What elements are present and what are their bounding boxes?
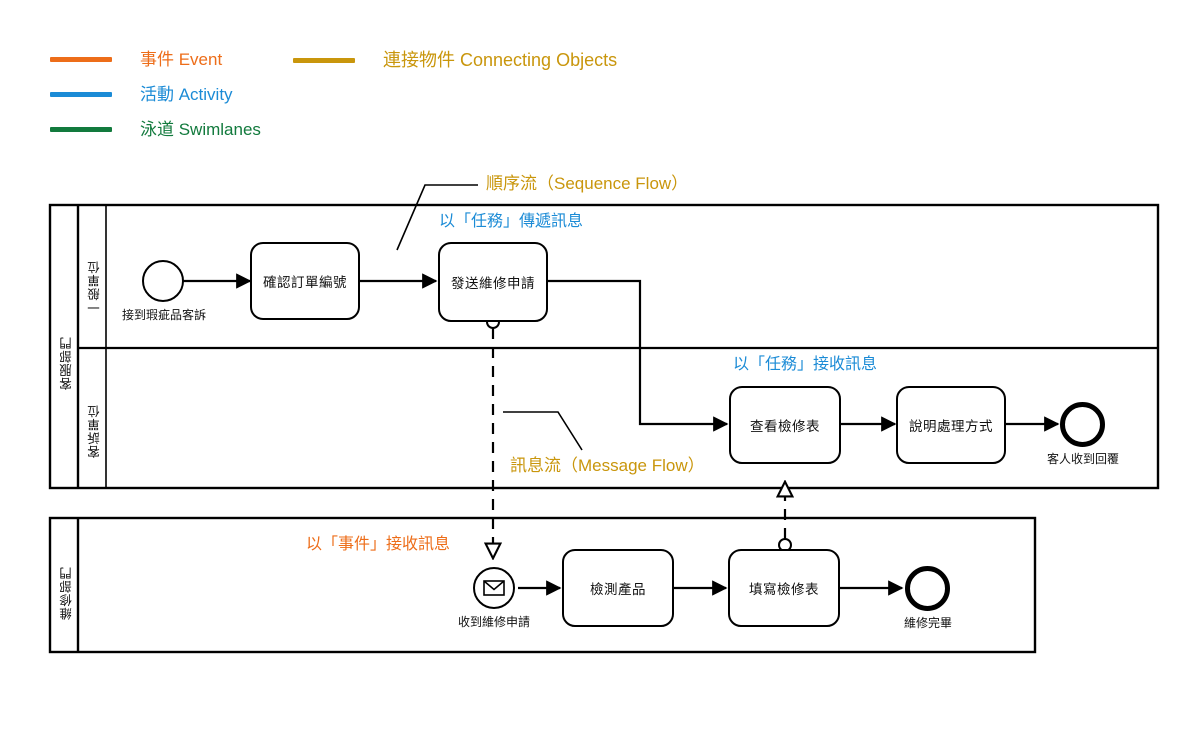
pool-repair-department [48, 516, 1037, 654]
end-event-repair-completed[interactable] [905, 566, 950, 611]
annotation-send-by-task: 以「任務」傳遞訊息 [439, 213, 584, 230]
end-event-repair-completed-label: 維修完畢 [903, 616, 952, 630]
task-explain-handling-method[interactable]: 說明處理方式 [896, 386, 1006, 464]
task-view-inspection-form-label: 查看檢修表 [750, 419, 820, 434]
message-flow-fill-to-view [779, 482, 791, 552]
annotation-sequence-flow: 順序流（Sequence Flow） [486, 174, 689, 193]
legend-item-activity: 活動 Activity [50, 86, 233, 103]
lane-label-general-unit: 一般單位 [88, 260, 102, 314]
lane-label-complaint-unit: 客訴單位 [88, 404, 102, 458]
task-fill-inspection-form-label: 填寫檢修表 [749, 582, 819, 597]
task-view-inspection-form[interactable]: 查看檢修表 [729, 386, 841, 464]
envelope-icon [483, 580, 505, 596]
end-event-customer-received-reply[interactable] [1060, 402, 1105, 447]
legend-item-event: 事件 Event [50, 51, 222, 68]
legend-item-connecting-objects: 連接物件 Connecting Objects [293, 51, 617, 69]
annotation-receive-by-task: 以「任務」接收訊息 [733, 356, 878, 373]
start-event-complaint-received-label: 接到瑕疵品客訴 [121, 308, 206, 322]
legend-swatch-event [50, 57, 112, 62]
pool-label-repair-department: 維修部門 [60, 566, 74, 620]
annotation-leaders [396, 184, 583, 451]
message-start-event-repair-request-label: 收到維修申請 [457, 615, 530, 629]
flow-send-to-view [548, 279, 729, 432]
task-inspect-product-label: 檢測產品 [590, 582, 646, 597]
legend-label-event: 事件 Event [140, 50, 223, 69]
legend-label-activity: 活動 Activity [140, 85, 233, 104]
pool-customer-service [48, 203, 1160, 490]
task-explain-handling-method-label: 說明處理方式 [909, 419, 993, 434]
annotation-message-flow: 訊息流（Message Flow） [510, 456, 705, 475]
task-inspect-product[interactable]: 檢測產品 [562, 549, 674, 627]
end-event-customer-received-reply-label: 客人收到回覆 [1046, 452, 1119, 466]
task-send-repair-request[interactable]: 發送維修申請 [438, 242, 548, 322]
annotation-receive-by-event: 以「事件」接收訊息 [306, 536, 451, 553]
message-flow-send-to-receive [487, 315, 499, 558]
pool-label-customer-service: 客服部門 [60, 336, 74, 390]
leader-message-flow [503, 411, 583, 451]
legend-label-swimlanes: 泳道 Swimlanes [140, 120, 261, 139]
legend-item-swimlanes: 泳道 Swimlanes [50, 121, 261, 138]
start-event-complaint-received[interactable] [142, 260, 184, 302]
task-confirm-order-number[interactable]: 確認訂單編號 [250, 242, 360, 320]
task-send-repair-request-label: 發送維修申請 [451, 276, 535, 291]
legend-swatch-connecting-objects [293, 57, 355, 63]
legend-swatch-swimlanes [50, 127, 112, 132]
task-confirm-order-number-label: 確認訂單編號 [263, 275, 347, 290]
message-start-event-repair-request[interactable] [473, 567, 515, 609]
leader-sequence-flow [396, 184, 478, 251]
sequence-flows-top-lane [183, 273, 729, 432]
legend-label-connecting-objects: 連接物件 Connecting Objects [383, 50, 618, 70]
task-fill-inspection-form[interactable]: 填寫檢修表 [728, 549, 840, 627]
legend-swatch-activity [50, 92, 112, 97]
